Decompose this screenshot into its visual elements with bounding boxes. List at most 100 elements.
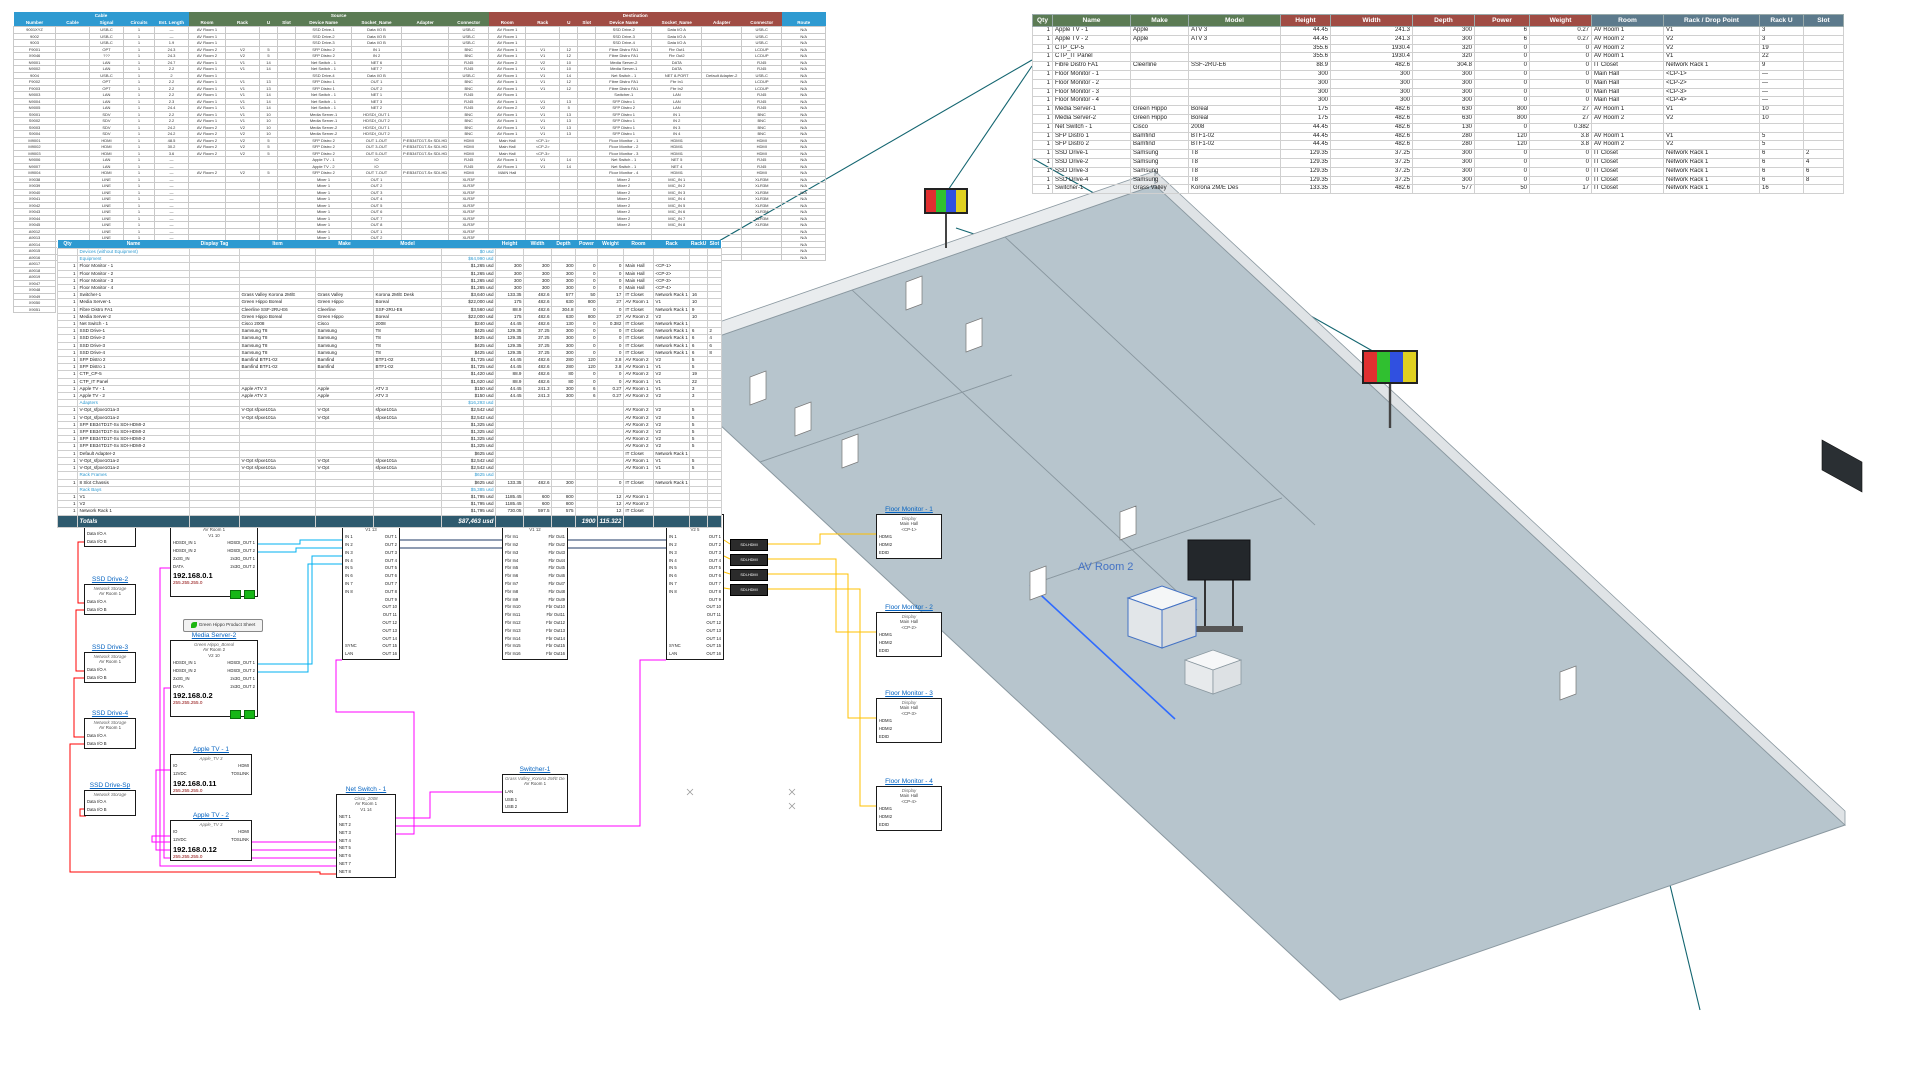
port-label[interactable]: Fbr In6 (505, 573, 519, 579)
port-label[interactable]: HDSDI_IN 2 (173, 668, 197, 674)
port-label[interactable]: IN 5 (345, 565, 353, 571)
port-label[interactable]: EDID (879, 821, 890, 827)
port-label[interactable]: Fbr In13 (505, 627, 521, 633)
port-label[interactable]: IN 4 (669, 557, 677, 563)
block-title[interactable]: SSD Drive-2 (91, 576, 129, 583)
port-label[interactable]: HDSDI_IN 1 (173, 540, 197, 546)
port-label[interactable] (669, 596, 681, 604)
block-title[interactable]: Net Switch - 1 (345, 786, 387, 793)
sdi-hdmi-adapter[interactable]: SDI-HDMI (730, 539, 768, 551)
port-label[interactable]: Fbr Out4 (548, 557, 565, 563)
port-label[interactable]: IN 3 (345, 549, 353, 555)
block-title[interactable]: Apple TV - 1 (192, 746, 229, 753)
port-label[interactable]: HDMI (238, 829, 249, 835)
table-row[interactable]: Devices (without Equipment)$0 usd (57, 247, 722, 257)
port-label[interactable]: IN 6 (669, 573, 677, 579)
partition-wall[interactable] (759, 374, 1013, 463)
port-label[interactable]: OUT 14 (706, 635, 721, 641)
port-label[interactable]: OUT 1 (384, 534, 397, 540)
partition-wall[interactable] (1029, 497, 1283, 586)
block-title[interactable]: Switcher-1 (519, 766, 551, 773)
port-label[interactable]: Fbr Out13 (546, 627, 565, 633)
partition-wall[interactable] (851, 289, 1198, 611)
port-label[interactable]: IN 7 (345, 581, 353, 586)
plinth[interactable] (1183, 649, 1243, 695)
port-label[interactable]: OUT 5 (384, 565, 397, 571)
port-label[interactable]: Fbr Out2 (548, 542, 565, 548)
port-label[interactable]: TOSLINK (231, 771, 249, 777)
port-label[interactable] (669, 619, 681, 627)
port-label[interactable]: LAN (345, 651, 354, 657)
port-label[interactable]: Fbr Out1 (548, 534, 565, 540)
port-label[interactable]: OUT 15 (382, 643, 397, 649)
port-label[interactable]: HDMI2 (879, 640, 893, 646)
port-label[interactable]: HDMI (238, 763, 249, 769)
port-label[interactable]: Fbr In11 (505, 612, 521, 618)
port-label[interactable]: Fbr In4 (505, 557, 519, 563)
port-label[interactable]: IN 2 (345, 542, 353, 548)
port-label[interactable]: NET 4 (339, 837, 351, 843)
block-title[interactable]: SSD Drive-3 (91, 644, 129, 651)
port-label[interactable] (345, 619, 357, 627)
port-label[interactable]: 12VDC (173, 837, 187, 843)
port-label[interactable]: HDMI2 (879, 814, 893, 820)
port-label[interactable]: 2x3G_OUT 2 (230, 563, 255, 569)
floor-monitor-3d-dark[interactable] (1187, 539, 1251, 632)
port-label[interactable]: IN 5 (669, 565, 677, 571)
port-label[interactable]: Data I/O B (87, 674, 107, 680)
port-label[interactable]: TOSLINK (231, 837, 249, 843)
port-label[interactable]: Fbr In7 (505, 581, 519, 586)
sdi-hdmi-adapter[interactable]: SDI-HDMI (730, 569, 768, 581)
port-label[interactable]: HDMI2 (879, 726, 893, 732)
port-label[interactable]: Fbr In5 (505, 565, 519, 571)
port-label[interactable] (345, 611, 357, 619)
port-label[interactable]: OUT 9 (708, 596, 721, 602)
port-label[interactable]: DATA (173, 563, 184, 569)
port-label[interactable]: HDMI1 (879, 632, 893, 638)
door-panels[interactable] (749, 275, 1577, 701)
port-label[interactable]: Fbr Out15 (546, 643, 565, 649)
port-label[interactable]: Fbr Out16 (546, 651, 565, 657)
block-title[interactable]: Floor Monitor - 3 (885, 690, 933, 697)
port-label[interactable]: EDID (879, 549, 890, 555)
port-label[interactable]: Fbr In16 (505, 651, 521, 657)
port-label[interactable]: NET 5 (339, 845, 351, 851)
port-label[interactable]: Data I/O A (87, 799, 107, 805)
port-label[interactable]: DATA (173, 683, 184, 689)
